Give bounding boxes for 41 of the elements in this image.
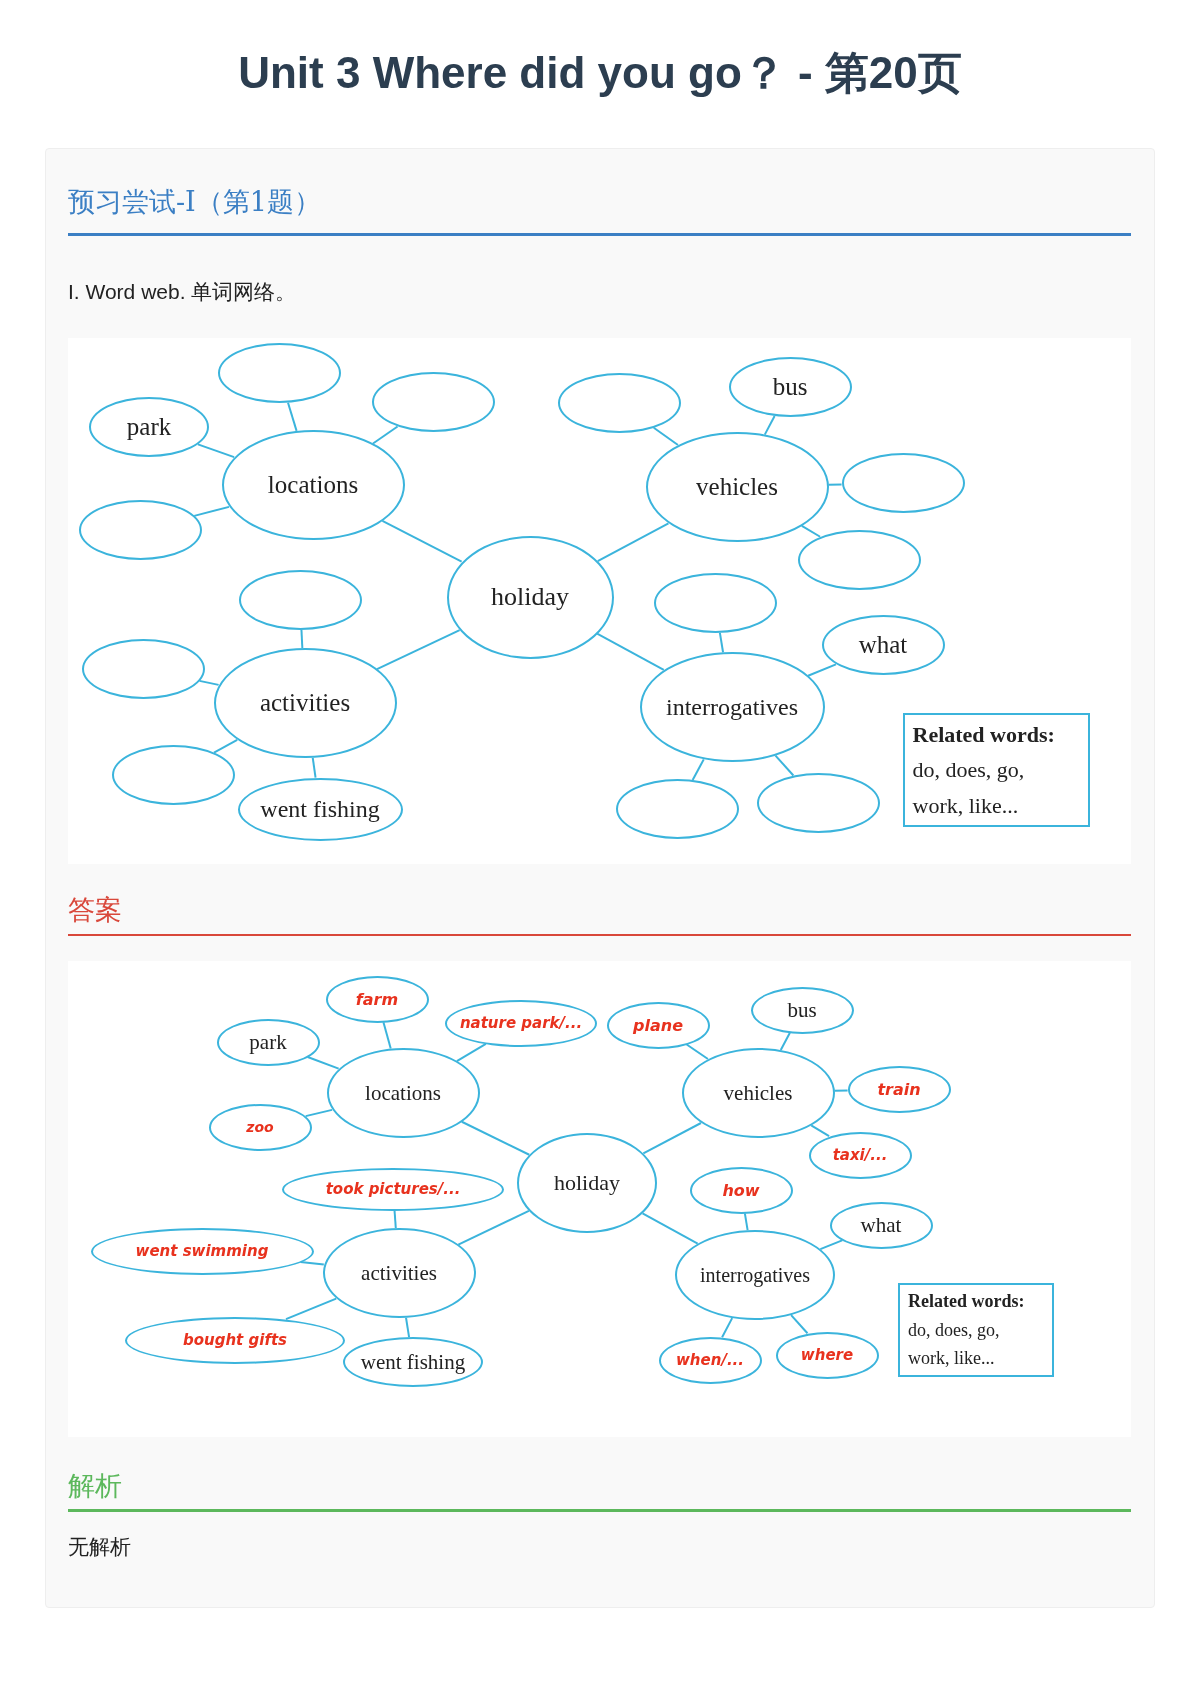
connector-line bbox=[457, 1209, 530, 1246]
box-heading: Related words: bbox=[908, 1289, 1025, 1313]
connector-line bbox=[287, 401, 298, 432]
connector-line bbox=[304, 1108, 334, 1118]
connector-line bbox=[300, 629, 304, 649]
connector-line bbox=[641, 1212, 699, 1245]
connector-line bbox=[642, 1122, 702, 1155]
connector-line bbox=[743, 1212, 749, 1232]
word-list: do, does, go, work, like... bbox=[912, 752, 1080, 823]
connector-line bbox=[652, 426, 679, 446]
connector-line bbox=[810, 1124, 831, 1138]
connector-line bbox=[197, 443, 236, 459]
connector-line bbox=[299, 1261, 325, 1266]
section-heading: 答案 bbox=[68, 893, 122, 927]
section-heading: 预习尝试-Ⅰ（第1题） bbox=[68, 185, 321, 219]
connector-line bbox=[372, 425, 399, 445]
connector-line bbox=[393, 1209, 397, 1230]
connector-line bbox=[405, 1316, 411, 1339]
section-heading: 解析 bbox=[68, 1469, 122, 1503]
connector-line bbox=[382, 1021, 392, 1050]
connector-line bbox=[807, 663, 837, 677]
word-list: do, does, go, work, like... bbox=[908, 1315, 1044, 1374]
connector-line bbox=[800, 524, 822, 538]
related-words-box bbox=[902, 713, 1090, 827]
body-text: 无解析 bbox=[68, 1534, 131, 1561]
connector-line bbox=[306, 1056, 340, 1070]
connector-line bbox=[685, 1043, 709, 1060]
related-words-box bbox=[898, 1283, 1054, 1377]
connector-line bbox=[721, 1317, 734, 1339]
connector-line bbox=[460, 1120, 531, 1156]
connector-line bbox=[718, 631, 725, 654]
connector-line bbox=[381, 519, 463, 563]
connector-line bbox=[827, 483, 843, 486]
connector-line bbox=[819, 1239, 844, 1251]
page-title: Unit 3 Where did you go？ - 第20页 bbox=[237, 47, 963, 99]
connector-line bbox=[213, 738, 239, 754]
instruction-text: I. Word web. 单词网络。 bbox=[68, 279, 297, 305]
connector-line bbox=[833, 1089, 849, 1092]
connector-line bbox=[311, 756, 317, 779]
connector-line bbox=[596, 632, 665, 671]
box-heading: Related words: bbox=[912, 721, 1055, 750]
